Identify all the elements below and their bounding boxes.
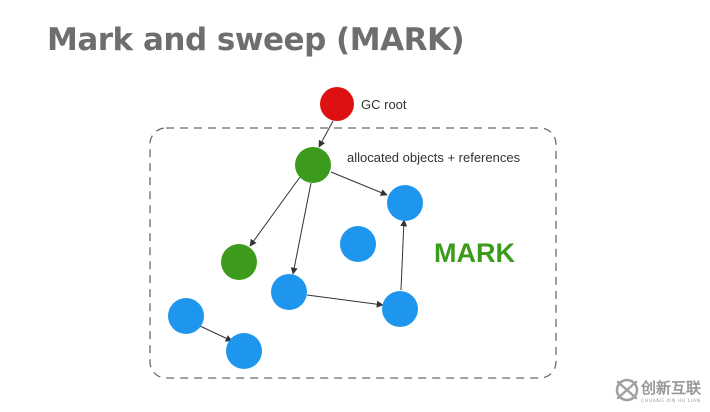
unmarked-object-node xyxy=(168,298,204,334)
edge-root-to-g1 xyxy=(318,120,334,148)
unmarked-object-node xyxy=(340,226,376,262)
edge-b4-to-b1 xyxy=(400,219,408,291)
edges-layer xyxy=(199,120,408,342)
gc-root-label: GC root xyxy=(361,97,407,112)
watermark-subtext: CHUANG XIN HU LIAN xyxy=(641,398,701,404)
unmarked-object-node xyxy=(382,291,418,327)
unmarked-object-node xyxy=(271,274,307,310)
watermark-x-icon xyxy=(615,378,639,402)
heap-boundary xyxy=(149,127,557,379)
edge-g1-to-b1 xyxy=(330,171,388,196)
slide-title: Mark and sweep (MARK) xyxy=(47,22,465,58)
marked-object-node xyxy=(221,244,257,280)
unmarked-object-node xyxy=(226,333,262,369)
gc-root-node xyxy=(320,87,354,121)
nodes-layer xyxy=(168,87,423,369)
edge-g1-to-g2 xyxy=(249,176,301,247)
unmarked-object-node xyxy=(387,185,423,221)
allocated-objects-label: allocated objects + references xyxy=(347,150,521,165)
marked-object-node xyxy=(295,147,331,183)
watermark-text: 创新互联 xyxy=(640,379,702,397)
edge-b3-to-b4 xyxy=(306,294,384,308)
edge-b5-to-b6 xyxy=(199,325,233,342)
mark-phase-label: MARK xyxy=(434,238,515,268)
edge-g1-to-b3 xyxy=(290,182,312,275)
chuangxin-hulian-logo: 创新互联 CHUANG XIN HU LIAN xyxy=(609,370,710,412)
